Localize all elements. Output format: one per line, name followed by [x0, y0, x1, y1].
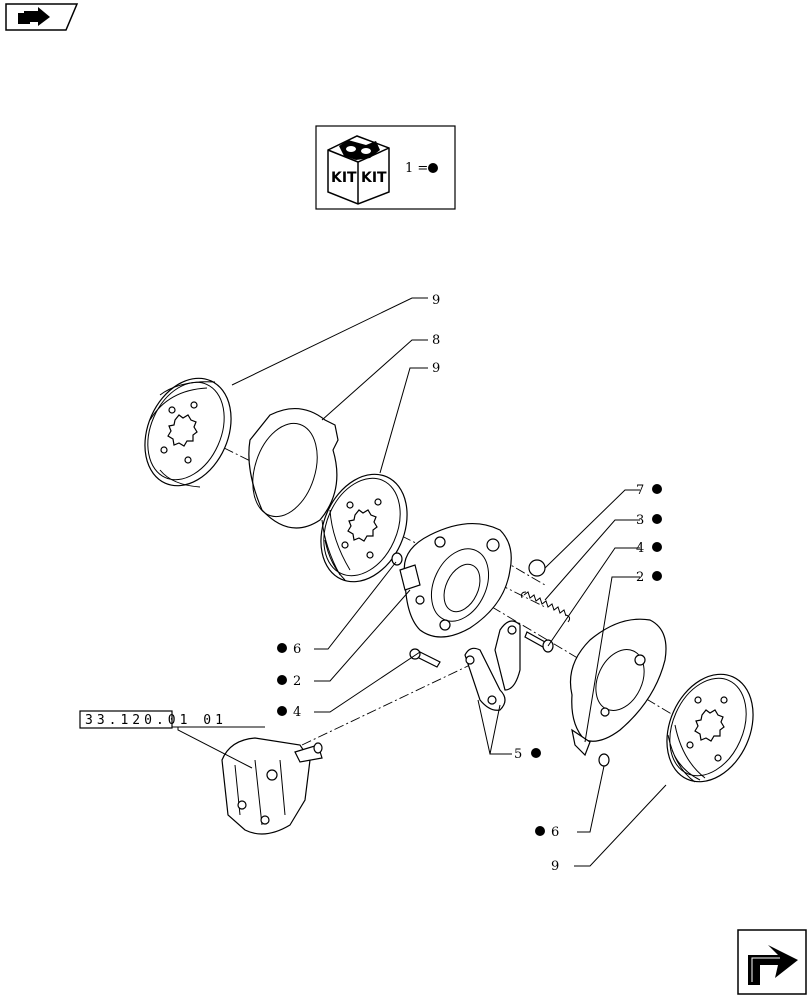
svg-text:9: 9 — [432, 361, 440, 376]
svg-text:9: 9 — [551, 859, 559, 874]
callout-6-right: 6 — [535, 825, 559, 840]
kit-label-left: KIT — [331, 170, 357, 186]
svg-text:2: 2 — [636, 570, 644, 585]
svg-text:4: 4 — [293, 705, 301, 720]
kit-dot-icon — [428, 163, 438, 173]
friction-disc-bottom — [666, 673, 754, 783]
friction-disc-top — [144, 377, 232, 488]
svg-text:4: 4 — [636, 541, 644, 556]
kit-box-icon: KIT KIT — [327, 135, 390, 205]
svg-text:9: 9 — [432, 293, 440, 308]
kit-dot-icon — [652, 571, 662, 581]
return-spring — [521, 591, 571, 623]
brake-actuator-plate — [399, 522, 512, 638]
brake-housing-right — [569, 618, 667, 757]
reference-text: 33.120.01 01 — [85, 713, 227, 728]
svg-text:8: 8 — [432, 333, 440, 348]
callout-4-right: 4 — [636, 541, 662, 556]
svg-text:2: 2 — [293, 674, 301, 689]
kit-equation: 1 = — [405, 161, 428, 176]
kit-dot-icon — [535, 826, 545, 836]
friction-disc-middle — [320, 473, 408, 583]
callout-9-top: 9 — [432, 293, 440, 308]
callout-9-mid: 9 — [432, 361, 440, 376]
bolt-left — [409, 648, 441, 668]
svg-text:5: 5 — [514, 747, 522, 762]
callout-8: 8 — [432, 333, 440, 348]
leader-lines — [177, 297, 667, 867]
nut-right — [598, 753, 610, 767]
svg-text:7: 7 — [636, 483, 644, 498]
callout-4-left: 4 — [277, 705, 301, 720]
callout-9-bottom: 9 — [551, 859, 559, 874]
next-page-arrow-icon[interactable] — [737, 929, 807, 995]
callout-5: 5 — [514, 747, 541, 762]
svg-text:6: 6 — [293, 642, 301, 657]
kit-dot-icon — [277, 675, 287, 685]
kit-dot-icon — [277, 643, 287, 653]
svg-text:6: 6 — [551, 825, 559, 840]
separator-plate — [248, 408, 339, 529]
kit-dot-icon — [277, 706, 287, 716]
callout-2-right: 2 — [636, 570, 662, 585]
reference-link[interactable]: 33.120.01 01 — [79, 710, 265, 729]
callout-3: 3 — [636, 513, 662, 528]
nut-left — [391, 552, 403, 566]
svg-text:3: 3 — [636, 513, 644, 528]
callout-6-left: 6 — [277, 642, 301, 657]
callout-7: 7 — [636, 483, 662, 498]
kit-label-right: KIT — [361, 170, 387, 186]
kit-legend: KIT KIT 1 = — [315, 125, 456, 210]
kit-dot-icon — [652, 514, 662, 524]
book-page-icon[interactable] — [5, 3, 79, 31]
kit-dot-icon — [652, 484, 662, 494]
caliper-bracket-assembly — [221, 737, 323, 835]
link-plate — [464, 620, 521, 711]
kit-dot-icon — [531, 748, 541, 758]
callout-2-left: 2 — [277, 674, 301, 689]
steel-ball — [528, 559, 546, 577]
kit-dot-icon — [652, 542, 662, 552]
